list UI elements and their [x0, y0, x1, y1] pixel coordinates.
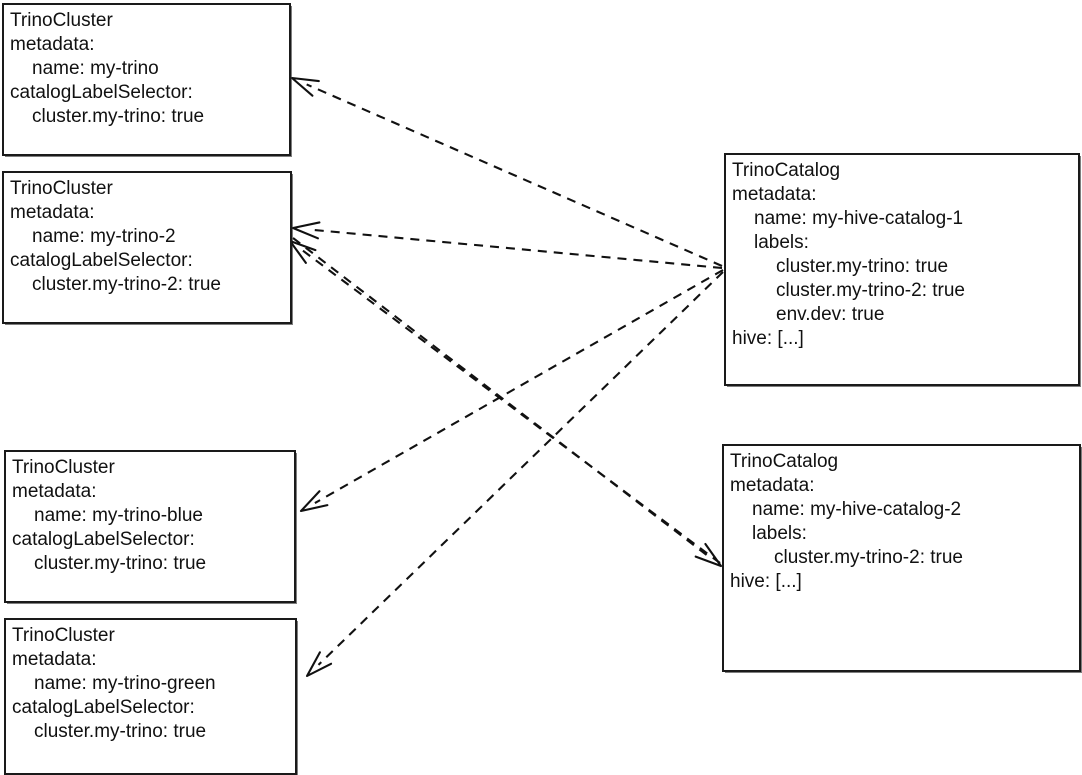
- node-kind-label: TrinoCluster: [10, 178, 113, 199]
- node-field-line: cluster.my-trino: true: [776, 256, 949, 277]
- node-field-line: cluster.my-trino: true: [34, 721, 207, 742]
- node-field-line: catalogLabelSelector:: [12, 529, 195, 550]
- node-kind-label: TrinoCluster: [12, 625, 115, 646]
- node-field-line: catalogLabelSelector:: [10, 82, 193, 103]
- node-field-line: cluster.my-trino-2: true: [774, 547, 963, 568]
- edge-arrowhead: [305, 651, 333, 678]
- edge-shaft: [308, 228, 723, 270]
- node-field-line: cluster.my-trino-2: true: [32, 274, 221, 295]
- node-field-line: cluster.my-trino: true: [34, 553, 207, 574]
- node-field-line: metadata:: [12, 649, 97, 670]
- edge-shaft: [292, 237, 709, 558]
- edge-hive1-to-my-trino-2-a: [291, 221, 723, 270]
- edge-hive2-to-my-trino-2-b: [288, 239, 721, 564]
- node-field-line: env.dev: true: [776, 304, 885, 325]
- node-field-line: metadata:: [730, 475, 815, 496]
- node-kind-label: TrinoCatalog: [730, 451, 839, 472]
- edge-my-trino-2-to-hive2: [292, 237, 723, 568]
- edge-arrowhead: [299, 490, 329, 513]
- edge-shaft: [306, 83, 723, 267]
- node-field-line: metadata:: [12, 481, 97, 502]
- node-kind-label: TrinoCluster: [10, 10, 113, 31]
- node-catalog-my-hive-catalog-2[interactable]: TrinoCatalog metadata: name: my-hive-catal…: [722, 444, 1081, 672]
- node-cluster-my-trino-blue[interactable]: TrinoCluster metadata: name: my-trino-blue…: [4, 450, 296, 603]
- node-field-line: hive: [...]: [730, 571, 802, 592]
- edge-shaft: [317, 271, 724, 666]
- node-field-line: labels:: [752, 523, 807, 544]
- node-field-line: catalogLabelSelector:: [10, 250, 193, 271]
- edge-arrowhead: [288, 239, 317, 264]
- node-field-line: name: my-hive-catalog-2: [752, 499, 962, 520]
- edge-arrowhead: [694, 542, 723, 568]
- node-field-line: name: my-trino-2: [32, 226, 176, 247]
- node-field-line: name: my-trino-blue: [34, 505, 203, 526]
- node-body: TrinoCluster metadata: name: my-trino catal…: [10, 9, 285, 129]
- node-field-line: name: my-hive-catalog-1: [754, 208, 964, 229]
- node-field-line: metadata:: [732, 184, 817, 205]
- edge-shaft: [314, 269, 724, 504]
- node-body: TrinoCluster metadata: name: my-trino-2 cat…: [10, 177, 286, 297]
- edge-arrowhead: [291, 221, 321, 240]
- node-body: TrinoCatalog metadata: name: my-hive-catal…: [732, 159, 1074, 351]
- edge-hive1-to-my-trino-blue: [299, 269, 724, 513]
- node-field-line: metadata:: [10, 34, 95, 55]
- node-body: TrinoCluster metadata: name: my-trino-gree…: [12, 624, 291, 744]
- node-field-line: metadata:: [10, 202, 95, 223]
- node-cluster-my-trino[interactable]: TrinoCluster metadata: name: my-trino catal…: [2, 3, 291, 156]
- node-cluster-my-trino-2[interactable]: TrinoCluster metadata: name: my-trino-2 cat…: [2, 171, 292, 324]
- node-body: TrinoCatalog metadata: name: my-hive-catal…: [730, 450, 1075, 594]
- node-catalog-my-hive-catalog-1[interactable]: TrinoCatalog metadata: name: my-hive-catal…: [724, 153, 1080, 386]
- node-field-line: cluster.my-trino: true: [32, 106, 205, 127]
- node-field-line: name: my-trino-green: [34, 673, 216, 694]
- node-body: TrinoCluster metadata: name: my-trino-blue…: [12, 456, 290, 576]
- node-field-line: name: my-trino: [32, 58, 159, 79]
- node-kind-label: TrinoCluster: [12, 457, 115, 478]
- edge-hive1-to-my-trino: [290, 76, 723, 267]
- edge-shaft: [302, 249, 721, 564]
- node-field-line: labels:: [754, 232, 809, 253]
- edge-hive1-to-my-trino-green: [305, 271, 724, 678]
- node-cluster-my-trino-green[interactable]: TrinoCluster metadata: name: my-trino-gree…: [4, 618, 297, 775]
- node-field-line: hive: [...]: [732, 328, 804, 349]
- node-field-line: catalogLabelSelector:: [12, 697, 195, 718]
- edge-arrowhead: [290, 76, 320, 97]
- node-field-line: cluster.my-trino-2: true: [776, 280, 965, 301]
- node-kind-label: TrinoCatalog: [732, 160, 841, 181]
